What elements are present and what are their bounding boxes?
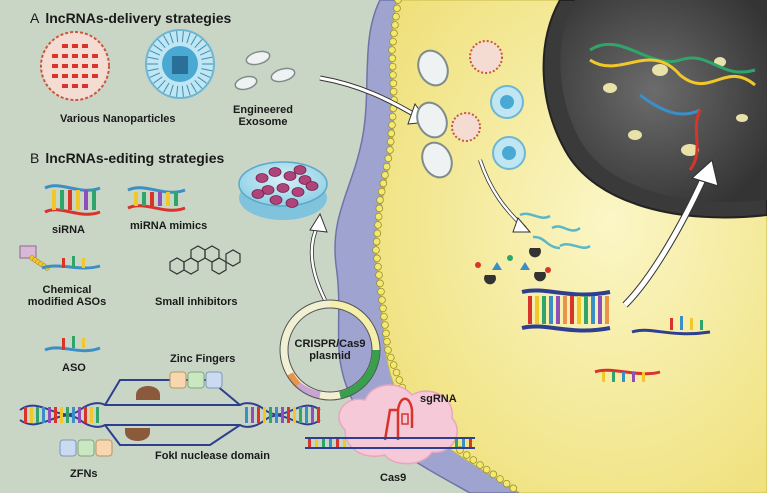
small-inhibitors-graphic: [169, 245, 241, 275]
lncrna-small-2: [594, 368, 661, 382]
label-chemical-aso: Chemical modified ASOs: [12, 284, 122, 308]
zfn-graphic: [19, 371, 321, 457]
label-sirna: siRNA: [52, 224, 86, 236]
endosomes: [416, 40, 526, 179]
lncrna-small-1: [631, 316, 711, 336]
crispr-plasmid: [279, 299, 381, 401]
label-crispr-line1: CRISPR/Cas9: [294, 338, 366, 350]
label-zinc-fingers: Zinc Fingers: [170, 353, 236, 365]
label-exosome-line1: Engineered: [233, 104, 293, 116]
nanoparticle-polymer: [40, 31, 110, 101]
petri-dish: [238, 161, 328, 220]
label-mirna-mimics: miRNA mimics: [130, 220, 208, 232]
label-fokl: FokI nuclease domain: [155, 450, 270, 462]
nanoparticle-lipid: [145, 29, 215, 99]
section-b-letter: B: [30, 150, 40, 166]
chemical-aso-graphic: [19, 245, 101, 271]
sirna-graphic: [44, 184, 101, 216]
label-exosome-line2: Exosome: [238, 116, 288, 128]
label-chemical-aso-line1: Chemical: [42, 284, 92, 296]
exosomes: [234, 50, 296, 91]
cas9-complex: [305, 384, 475, 465]
label-nanoparticles: Various Nanoparticles: [60, 113, 176, 125]
label-chemical-aso-line2: modified ASOs: [27, 296, 107, 308]
label-crispr-line2: plasmid: [309, 350, 351, 362]
label-aso: ASO: [62, 362, 86, 374]
mirna-mimics-graphic: [127, 186, 186, 212]
released-rnas: [475, 212, 591, 285]
aso-graphic: [44, 336, 101, 353]
label-crispr-plasmid: CRISPR/Cas9 plasmid: [290, 338, 370, 362]
label-small-inhibitors: Small inhibitors: [155, 296, 238, 308]
section-b-title: lncRNAs-editing strategies: [45, 150, 225, 166]
label-sgrna: sgRNA: [420, 393, 457, 405]
label-zfns: ZFNs: [70, 468, 98, 480]
label-exosome: Engineered Exosome: [228, 104, 298, 128]
label-cas9: Cas9: [380, 472, 407, 484]
section-a-letter: A: [30, 10, 40, 26]
section-a-title: lncRNAs-delivery strategies: [45, 10, 232, 26]
lncrna-duplex: [521, 288, 611, 333]
